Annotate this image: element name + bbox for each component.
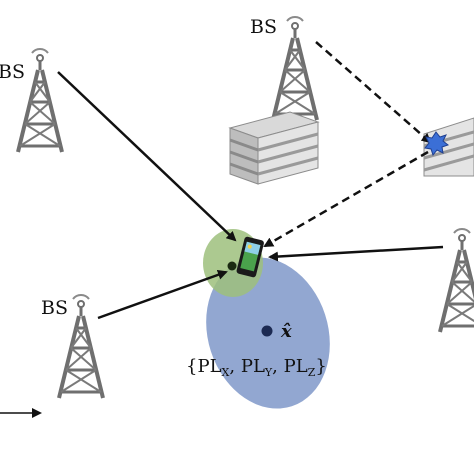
base-station-top-icon: [271, 14, 319, 122]
pl-x-sub: X: [222, 366, 230, 379]
signal-arrow-bottom-bs: [97, 270, 228, 320]
pl-z: PL: [284, 356, 308, 377]
building-center-icon: [228, 111, 320, 185]
user-phone-icon: [236, 236, 264, 278]
pl-x: PL: [197, 356, 221, 377]
bs-label-bottom: BS: [41, 297, 68, 319]
estimate-label: x̂: [280, 321, 292, 342]
pl-z-sub: Z: [308, 366, 316, 379]
set-open-brace: {: [186, 356, 197, 377]
pl-y-sub: Y: [264, 366, 273, 379]
signal-arrow-left-bs: [57, 71, 237, 242]
set-comma-1: ,: [229, 356, 240, 377]
signal-arrow-right-bs: [268, 245, 444, 262]
base-station-right-icon: [438, 227, 474, 334]
bs-label-top: BS: [250, 16, 277, 38]
pl-y: PL: [241, 356, 265, 377]
set-close-brace: }: [315, 356, 326, 377]
pathloss-set-label: {PLX, PLY, PLZ}: [186, 356, 327, 379]
bs-label-left: BS: [0, 61, 25, 83]
estimate-dot: [261, 325, 273, 337]
set-comma-2: ,: [272, 356, 283, 377]
user-position-dot: [227, 261, 237, 271]
signal-arrow-reflected-dashed: [263, 150, 429, 248]
signal-arrow-top-bs-dashed: [315, 41, 432, 144]
reflection-point-icon: [424, 131, 450, 157]
